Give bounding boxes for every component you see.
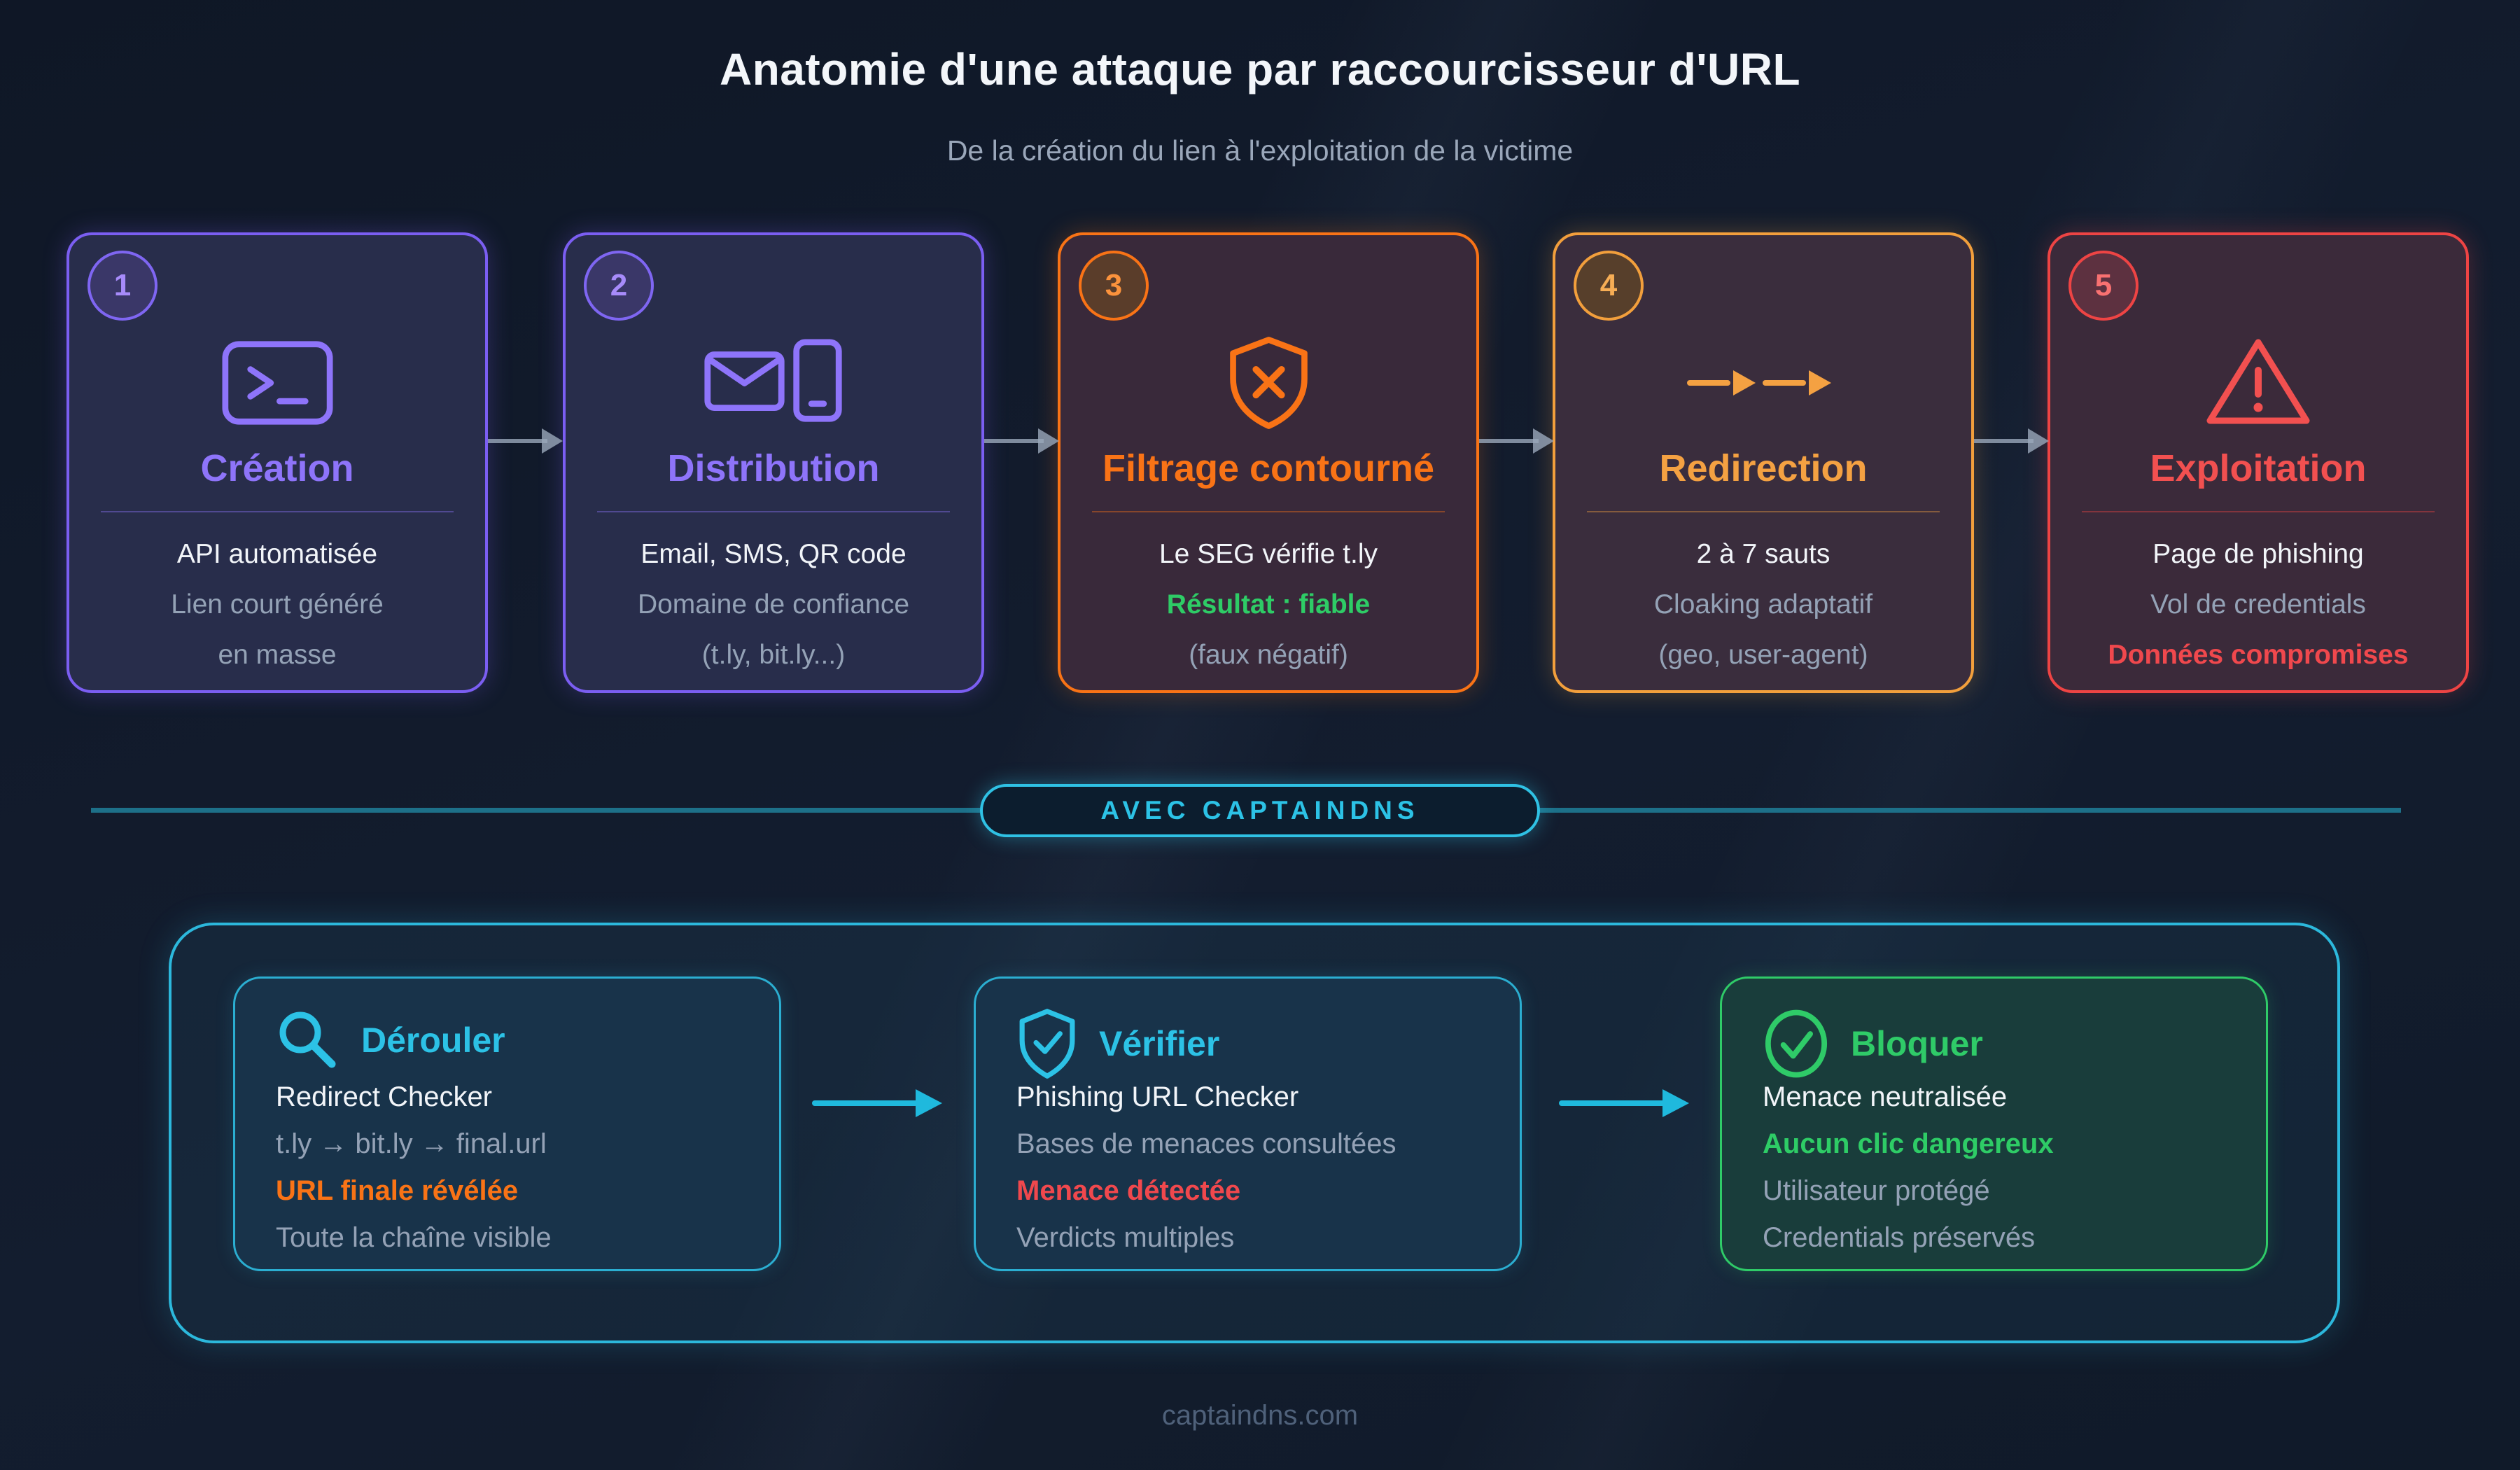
attack-step-title: Distribution	[667, 447, 880, 489]
solution-step-line: Menace détectée	[1016, 1175, 1241, 1206]
attack-step-line: en masse	[218, 640, 337, 670]
terminal-icon	[69, 318, 485, 447]
solution-step-line: Credentials préservés	[1763, 1222, 2036, 1253]
attack-card-creation: 1 Création API automatisée Lien court gé…	[66, 232, 488, 693]
step-number: 4	[1600, 268, 1618, 302]
solution-arrow-icon	[1559, 1089, 1689, 1117]
solution-step-line: Utilisateur protégé	[1763, 1175, 1990, 1206]
solution-arrow-icon	[812, 1089, 942, 1117]
attack-step-line: Données compromises	[2108, 640, 2409, 670]
attack-step-line: 2 à 7 sauts	[1696, 539, 1830, 569]
shield-check-icon	[1016, 1008, 1078, 1079]
solution-step-line: Menace neutralisée	[1763, 1082, 2008, 1112]
solution-step-line: Toute la chaîne visible	[276, 1222, 552, 1253]
attack-step-line: Domaine de confiance	[637, 589, 910, 620]
attack-card-exploitation: 5 Exploitation Page de phishing Vol de c…	[2047, 232, 2469, 693]
redirect-hops-icon	[1555, 318, 1971, 447]
solution-card-block: Bloquer Menace neutralisée Aucun clic da…	[1720, 976, 2268, 1271]
solution-step-line: Bases de menaces consultées	[1016, 1128, 1396, 1159]
footer-url: captaindns.com	[1161, 1400, 1359, 1431]
captaindns-badge-label: AVEC CAPTAINDNS	[1100, 796, 1420, 825]
card-divider	[1092, 511, 1445, 512]
step-number-badge: 1	[88, 251, 158, 321]
circle-check-icon	[1763, 1008, 1830, 1079]
flow-arrow-icon	[1974, 428, 2049, 454]
solution-step-line: Phishing URL Checker	[1016, 1082, 1299, 1112]
step-number: 3	[1105, 268, 1123, 302]
solution-step-title: Vérifier	[1099, 1024, 1220, 1063]
solution-step-title: Dérouler	[361, 1021, 505, 1060]
shield-x-icon	[1060, 318, 1476, 447]
attack-step-line: Page de phishing	[2152, 539, 2364, 569]
solution-step-line: URL finale révélée	[276, 1175, 519, 1206]
card-divider	[597, 511, 950, 512]
attack-step-line: Lien court généré	[171, 589, 384, 620]
attack-step-line: Le SEG vérifie t.ly	[1158, 539, 1378, 569]
card-divider	[2082, 511, 2435, 512]
attack-step-title: Redirection	[1659, 447, 1868, 489]
captaindns-badge: AVEC CAPTAINDNS	[980, 784, 1540, 837]
step-number: 1	[113, 268, 132, 302]
divider-line-right	[1540, 808, 2401, 813]
page-subtitle: De la création du lien à l'exploitation …	[946, 134, 1574, 167]
attack-step-title: Exploitation	[2150, 447, 2367, 489]
attack-step-line: (faux négatif)	[1189, 640, 1348, 670]
step-number-badge: 5	[2068, 251, 2138, 321]
attack-card-redirection: 4 Redirection 2 à 7 sauts Cloaking adapt…	[1553, 232, 1974, 693]
step-number-badge: 4	[1574, 251, 1644, 321]
attack-step-line: (geo, user-agent)	[1658, 640, 1868, 670]
flow-arrow-icon	[1479, 428, 1554, 454]
attack-step-line: Email, SMS, QR code	[640, 539, 906, 569]
step-number-badge: 3	[1079, 251, 1149, 321]
attack-step-line: (t.ly, bit.ly...)	[701, 640, 846, 670]
attack-card-distribution: 2 Distribution Email, SMS, QR code Domai…	[563, 232, 984, 693]
card-divider	[101, 511, 454, 512]
step-number: 2	[610, 268, 628, 302]
solution-card-unroll: Dérouler Redirect Checker t.ly → bit.ly …	[233, 976, 781, 1271]
magnifier-icon	[276, 1008, 340, 1072]
attack-step-line: Vol de credentials	[2150, 589, 2366, 620]
warning-triangle-icon	[2050, 318, 2466, 447]
flow-arrow-icon	[984, 428, 1059, 454]
solution-step-line: Verdicts multiples	[1016, 1222, 1235, 1253]
attack-step-line: Résultat : fiable	[1166, 589, 1371, 620]
attack-card-filter-bypass: 3 Filtrage contourné Le SEG vérifie t.ly…	[1058, 232, 1479, 693]
divider-line-left	[91, 808, 980, 813]
step-number: 5	[2094, 268, 2113, 302]
solution-step-title: Bloquer	[1851, 1024, 1983, 1063]
attack-step-title: Création	[200, 447, 354, 489]
page-title: Anatomie d'une attaque par raccourcisseu…	[719, 44, 1801, 94]
solution-step-line: t.ly → bit.ly → final.url	[276, 1128, 547, 1159]
flow-arrow-icon	[488, 428, 563, 454]
attack-step-line: API automatisée	[176, 539, 378, 569]
mail-phone-icon	[566, 318, 981, 447]
solution-card-verify: Vérifier Phishing URL Checker Bases de m…	[974, 976, 1522, 1271]
attack-step-title: Filtrage contourné	[1102, 447, 1435, 489]
solution-step-line: Redirect Checker	[276, 1082, 493, 1112]
solution-step-line: Aucun clic dangereux	[1763, 1128, 2054, 1159]
attack-step-line: Cloaking adaptatif	[1653, 589, 1873, 620]
card-divider	[1587, 511, 1940, 512]
step-number-badge: 2	[584, 251, 654, 321]
